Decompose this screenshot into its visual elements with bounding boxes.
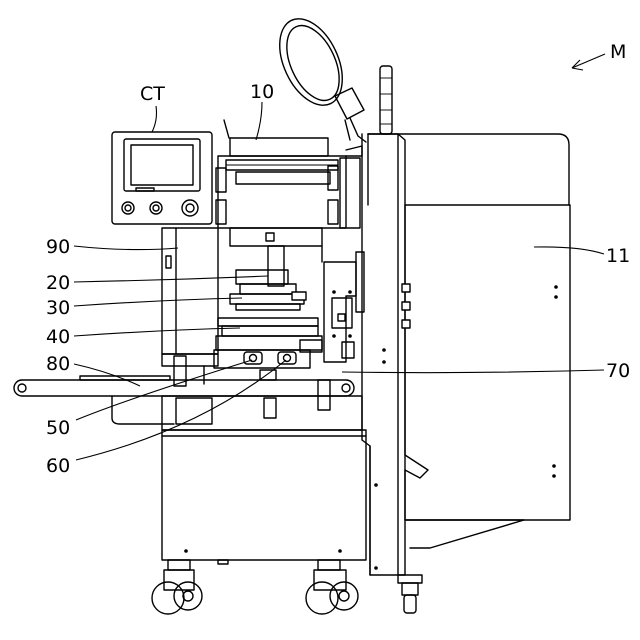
label-80: 80: [46, 353, 70, 375]
label-11: 11: [606, 245, 630, 267]
label-70: 70: [606, 360, 630, 382]
reference-labels: M CT 10 11 90 20 30 40 80 70 50 60: [46, 41, 630, 477]
press-mechanism: [216, 246, 322, 352]
center-caster: [398, 575, 422, 613]
label-30: 30: [46, 297, 70, 319]
leader-lines: [74, 54, 605, 460]
label-50: 50: [46, 417, 70, 439]
left-cabinet: [162, 228, 218, 386]
central-column: [356, 134, 428, 575]
top-unit: [216, 120, 362, 262]
lower-cabinet: [112, 396, 366, 564]
signal-tower: [380, 66, 392, 134]
label-CT: CT: [140, 83, 165, 105]
label-20: 20: [46, 272, 70, 294]
label-60: 60: [46, 455, 70, 477]
label-M: M: [610, 41, 626, 63]
conveyor: [14, 370, 354, 418]
label-10: 10: [250, 81, 274, 103]
label-40: 40: [46, 326, 70, 348]
side-plate: [324, 262, 356, 362]
control-terminal: [112, 132, 212, 224]
clamp-unit: [214, 350, 310, 368]
inspection-mirror: [267, 9, 366, 142]
label-90: 90: [46, 236, 70, 258]
left-caster: [152, 560, 202, 614]
right-caster: [306, 560, 358, 614]
